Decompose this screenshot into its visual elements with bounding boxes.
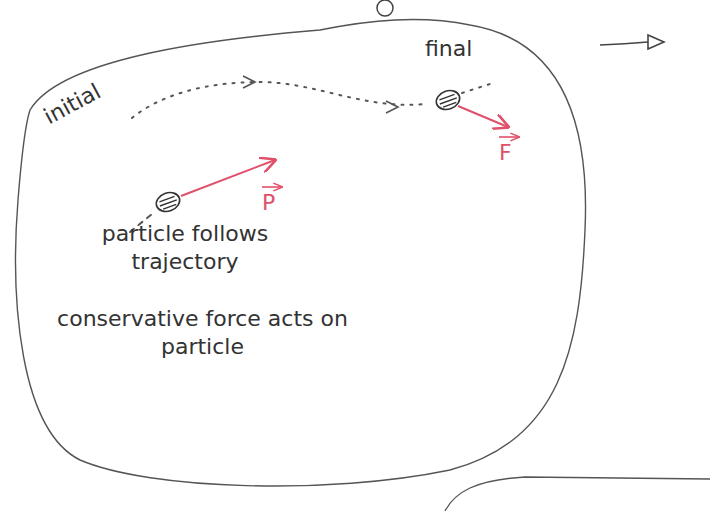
blob-outline [15,15,595,490]
vector-label: P [262,190,275,216]
note-text: conservative force acts on particle [30,305,375,360]
state-label: final [425,36,472,62]
region-blob: particle follows trajectory conservative … [15,15,595,490]
note-text: particle follows trajectory [55,220,315,275]
state-label: initial [40,79,106,131]
vector-label: F [499,140,512,166]
